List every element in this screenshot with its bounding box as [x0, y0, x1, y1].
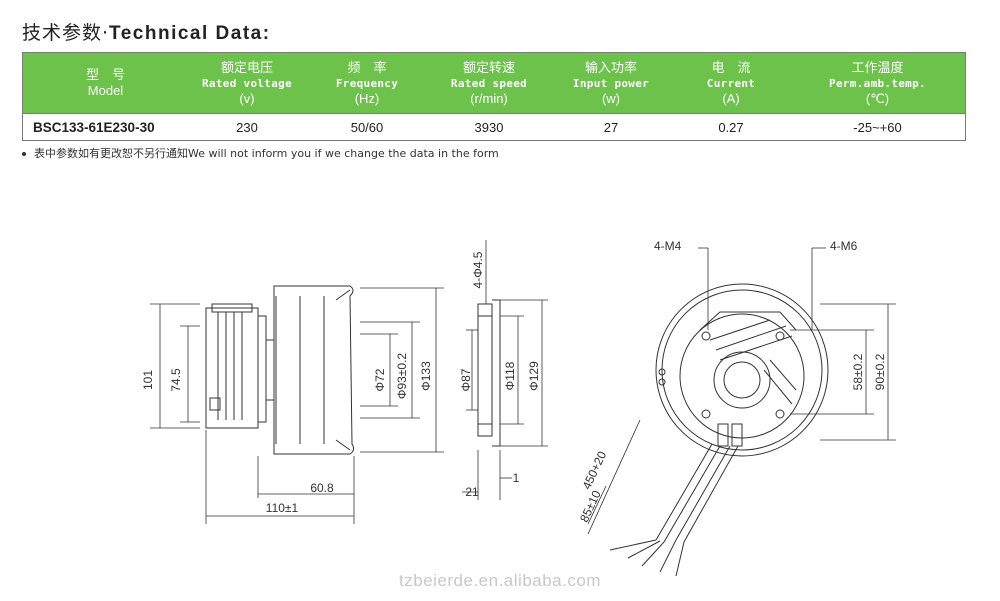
header-speed-cn: 额定转速 — [462, 60, 515, 76]
spec-table: 型 号 Model 额定电压 Rated voltage (v) 频 率 Fre… — [22, 52, 966, 141]
cell-speed: 3930 — [474, 119, 504, 135]
header-speed: 额定转速 Rated speed (r/min) — [428, 53, 550, 113]
impeller-outline — [273, 285, 355, 455]
dim-dia-72: Φ72 — [373, 368, 387, 391]
header-frequency: 频 率 Frequency (Hz) — [306, 53, 428, 113]
header-frequency-en: Frequency — [335, 76, 399, 90]
header-power-cn: 输入功率 — [584, 60, 637, 76]
cell-temperature: -25~+60 — [853, 119, 902, 135]
dim-1: 1 — [513, 471, 520, 485]
header-power-unit: (w) — [601, 90, 621, 106]
header-model-cn: 型 号 — [85, 68, 125, 83]
dim-dia-87: Φ87 — [459, 368, 473, 391]
dim-110: 110±1 — [266, 501, 299, 515]
disclaimer-note: 表中参数如有更改恕不另行通知We will not inform you if … — [22, 145, 499, 161]
motor-housing — [679, 313, 805, 439]
cell-frequency: 50/60 — [350, 119, 384, 135]
title-cn: 技术参数· — [22, 22, 110, 44]
header-frequency-unit: (Hz) — [354, 90, 380, 106]
motor-flange — [257, 315, 267, 423]
header-voltage-unit: (v) — [239, 90, 255, 106]
header-current-cn: 电 流 — [711, 60, 751, 76]
header-model-en: Model — [87, 83, 124, 98]
cell-current: 0.27 — [718, 119, 744, 135]
dim-dia-133: Φ133 — [419, 361, 433, 391]
title-en: Technical Data: — [109, 23, 271, 44]
cell-model: BSC133-61E230-30 — [33, 119, 155, 135]
header-current-unit: (A) — [722, 90, 740, 106]
dim-101: 101 — [141, 370, 155, 390]
dim-74-5: 74.5 — [169, 368, 183, 392]
dim-21: 21 — [465, 485, 479, 499]
header-current-en: Current — [706, 76, 756, 90]
dim-dia-118: Φ118 — [503, 361, 517, 390]
dim-holes-4-5: 4-Φ4.5 — [471, 251, 485, 288]
cell-voltage: 230 — [236, 119, 258, 135]
dim-58: 58±0.2 — [851, 353, 865, 390]
front-view — [587, 247, 896, 577]
dim-90: 90±0.2 — [873, 353, 887, 390]
motor-top-fins — [211, 303, 253, 313]
dim-dia-93: Φ93±0.2 — [395, 353, 409, 400]
dim-dia-129: Φ129 — [527, 361, 541, 391]
watermark: tzbeierde.en.alibaba.com — [399, 571, 601, 590]
dim-85: 85±10 — [577, 488, 604, 524]
header-speed-unit: (r/min) — [470, 90, 508, 106]
cell-power: 27 — [603, 119, 619, 135]
dim-m6: 4-M6 — [830, 239, 858, 253]
header-temperature-unit: (℃) — [865, 90, 890, 106]
header-speed-en: Rated speed — [450, 76, 528, 90]
header-model: 型 号 Model — [23, 53, 188, 113]
flange-body — [477, 303, 493, 437]
header-temperature-cn: 工作温度 — [851, 60, 904, 76]
disclaimer-text: 表中参数如有更改恕不另行通知We will not inform you if … — [34, 147, 499, 160]
header-temperature-en: Perm.amb.temp. — [829, 76, 926, 90]
dim-60-8: 60.8 — [310, 481, 334, 495]
spec-table-header: 型 号 Model 额定电压 Rated voltage (v) 频 率 Fre… — [23, 53, 965, 113]
header-voltage: 额定电压 Rated voltage (v) — [188, 53, 306, 113]
outer-ring — [655, 283, 829, 457]
bullet-icon — [22, 152, 26, 156]
flange-view — [462, 240, 548, 500]
header-current: 电 流 Current (A) — [672, 53, 790, 113]
section-title: 技术参数·Technical Data: — [22, 18, 271, 45]
dim-m4: 4-M4 — [654, 239, 682, 253]
header-voltage-en: Rated voltage — [202, 76, 292, 90]
header-frequency-cn: 频 率 — [347, 60, 387, 76]
header-temperature: 工作温度 Perm.amb.temp. (℃) — [790, 53, 965, 113]
header-power-en: Input power — [572, 76, 650, 90]
side-view — [150, 285, 444, 524]
header-voltage-cn: 额定电压 — [220, 60, 273, 76]
dim-450: 450+20 — [579, 449, 609, 492]
header-power: 输入功率 Input power (w) — [550, 53, 672, 113]
table-row: BSC133-61E230-30 230 50/60 3930 27 0.27 … — [23, 113, 965, 140]
